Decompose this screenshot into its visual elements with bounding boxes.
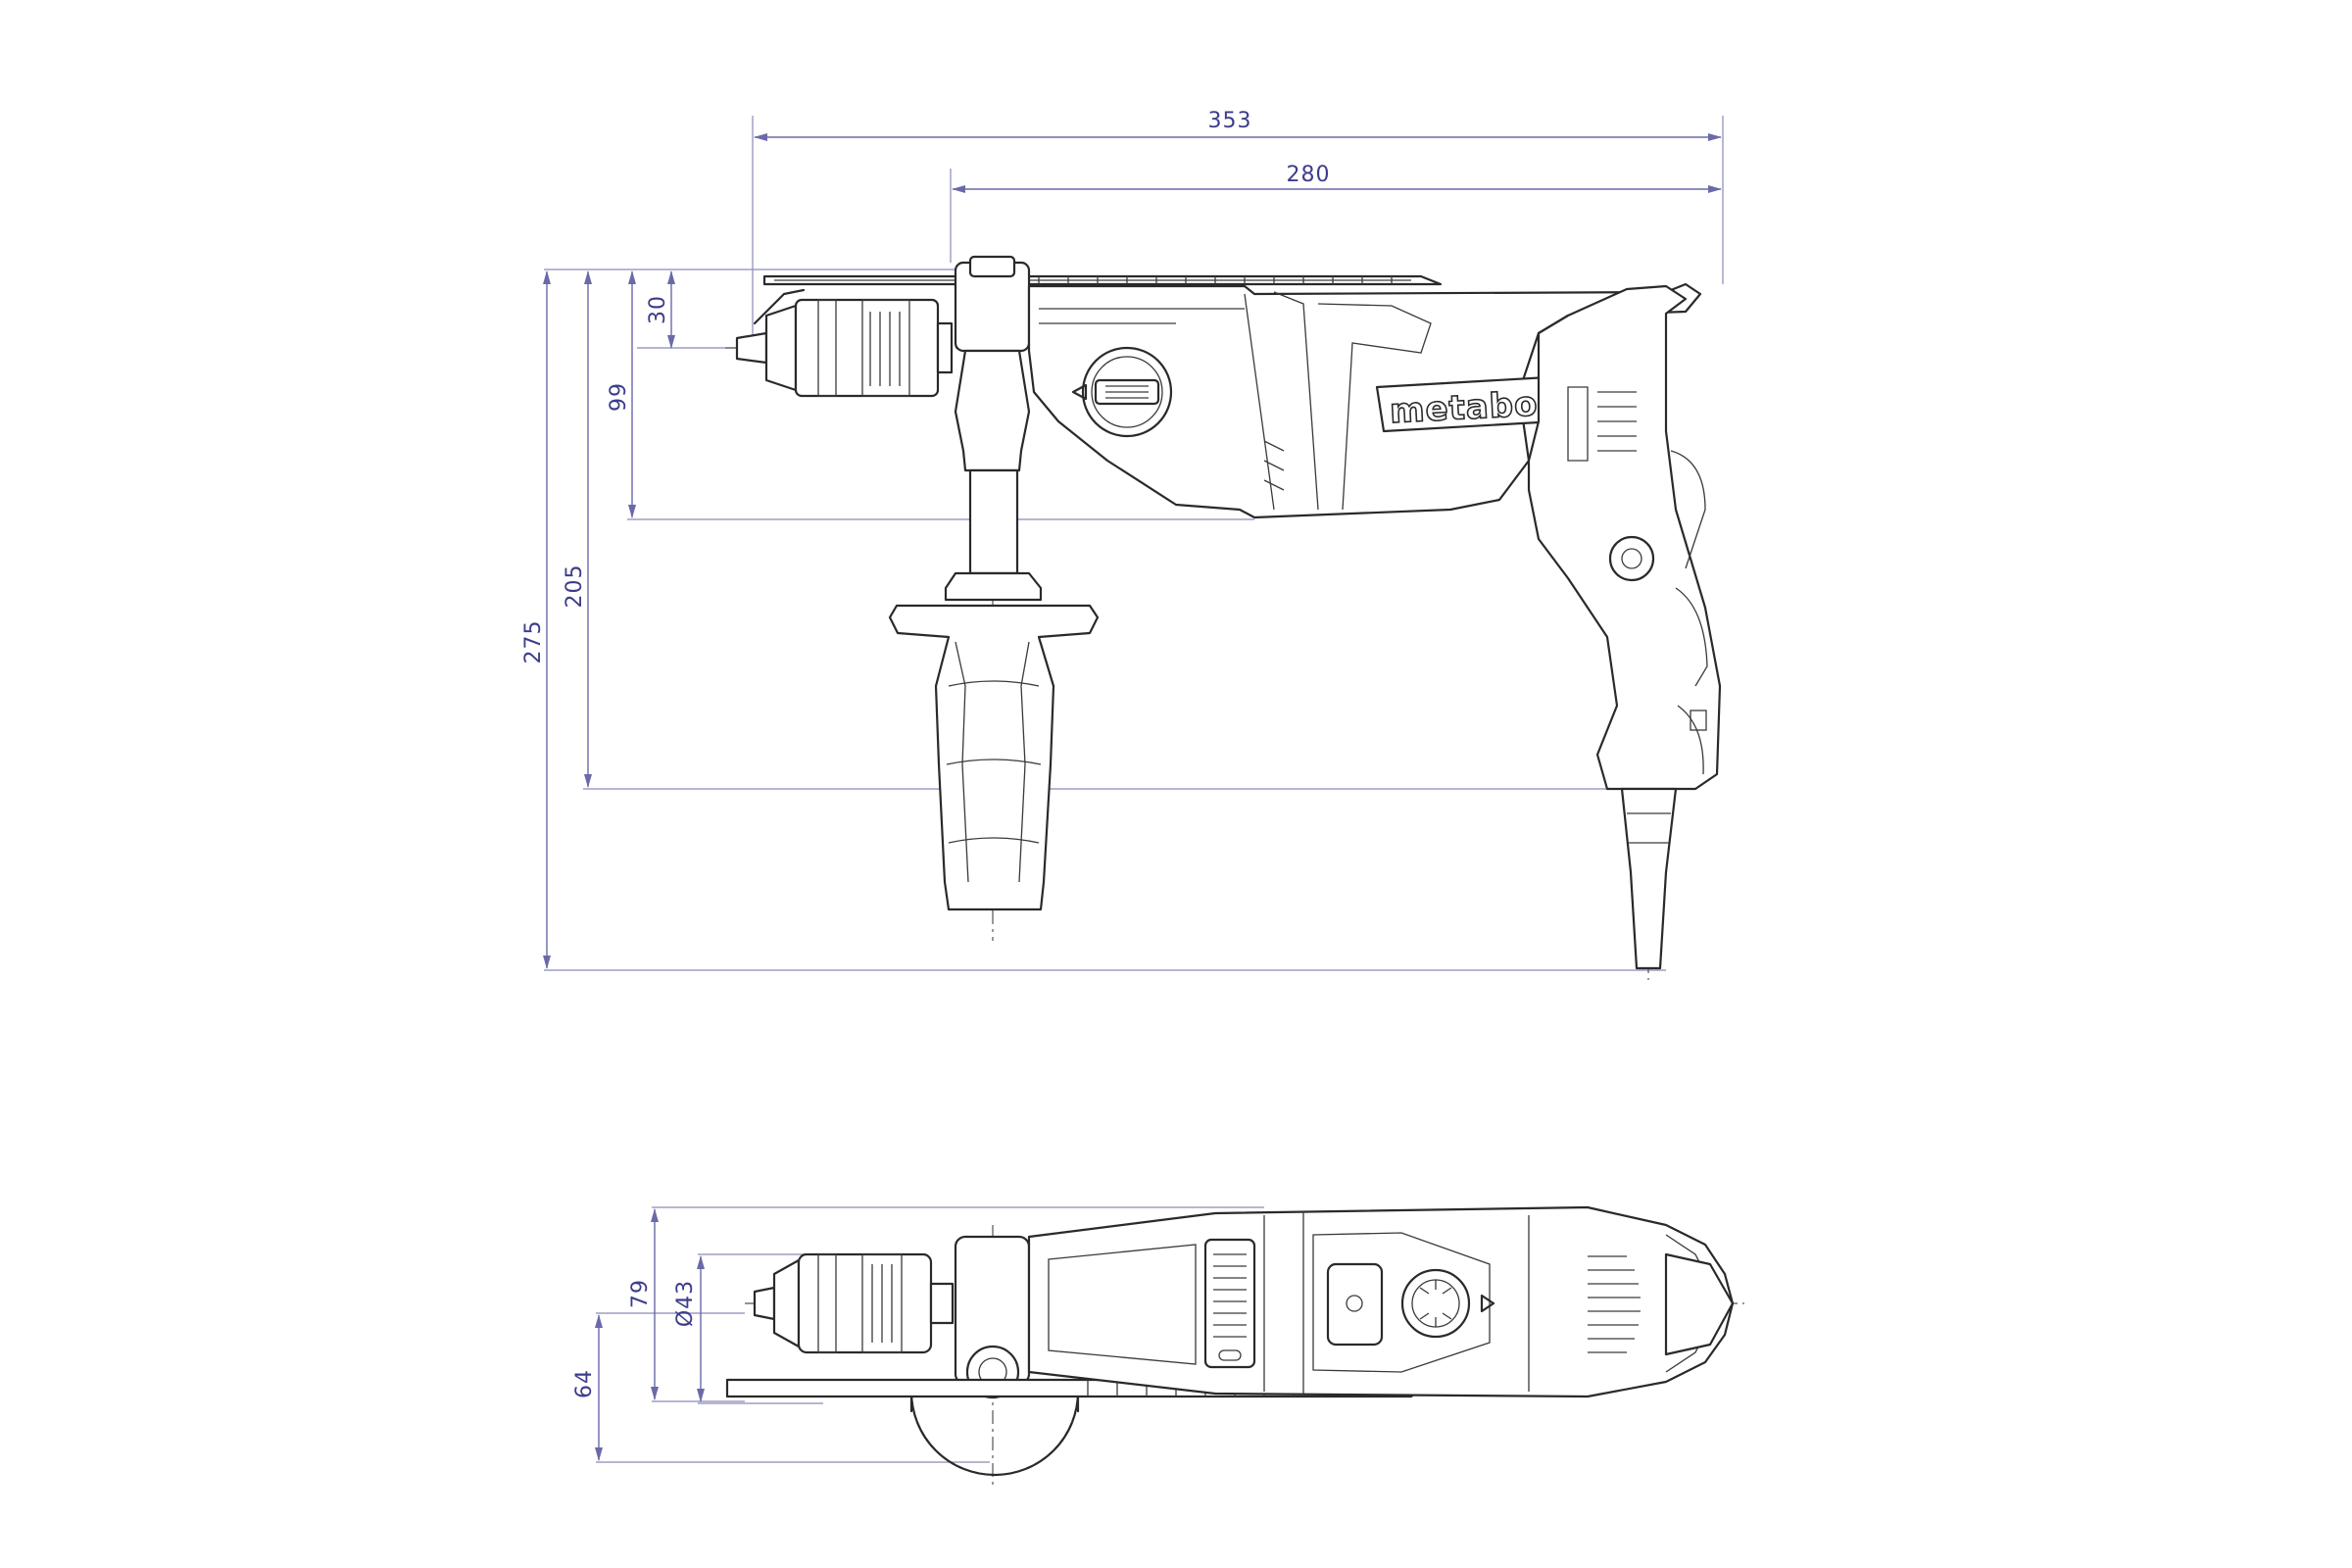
- top-drill-body: [1027, 1205, 1735, 1398]
- dim-label-353: 353: [1208, 109, 1252, 133]
- top-drill-chuck: [753, 1252, 955, 1354]
- drill-chuck: [735, 288, 954, 398]
- dimension-overall-height: 275: [521, 270, 551, 969]
- side-handle-collar: [944, 255, 1043, 602]
- dim-label-79: 79: [628, 1279, 653, 1308]
- top-view: 79 Ø43 64: [572, 1205, 1744, 1485]
- dim-label-30: 30: [646, 295, 670, 324]
- svg-text:metabo: metabo: [1389, 384, 1539, 431]
- dim-label-99: 99: [607, 382, 631, 412]
- side-view: 353 280 30 99 205 275: [521, 109, 1724, 980]
- dim-label-280: 280: [1287, 163, 1331, 187]
- power-cord: [1620, 787, 1678, 970]
- dimension-chuck-center: 30: [646, 270, 675, 349]
- dimension-grip-bottom: 205: [563, 270, 592, 788]
- top-side-handle: [909, 1235, 1080, 1477]
- dim-label-275: 275: [521, 620, 546, 664]
- brand-logo: metabo: [1375, 375, 1558, 433]
- dimension-handle-axis: 99: [607, 270, 636, 518]
- dim-label-205: 205: [563, 564, 587, 609]
- extension-lines-side: [544, 116, 1724, 971]
- dim-label-diameter-43: Ø43: [673, 1280, 698, 1327]
- dimension-overall-length: 353: [754, 109, 1722, 141]
- auxiliary-grip: [888, 604, 1100, 911]
- depth-stop-rod: [762, 274, 1443, 286]
- dimension-width: 79: [628, 1208, 659, 1400]
- dimension-chuck-diameter: Ø43: [673, 1255, 705, 1402]
- rear-handle: [1527, 284, 1722, 791]
- gear-selector-dial: [1071, 346, 1173, 438]
- dim-label-64: 64: [572, 1369, 597, 1398]
- dimension-body-length: 280: [952, 163, 1722, 193]
- dimension-offset: 64: [572, 1314, 603, 1461]
